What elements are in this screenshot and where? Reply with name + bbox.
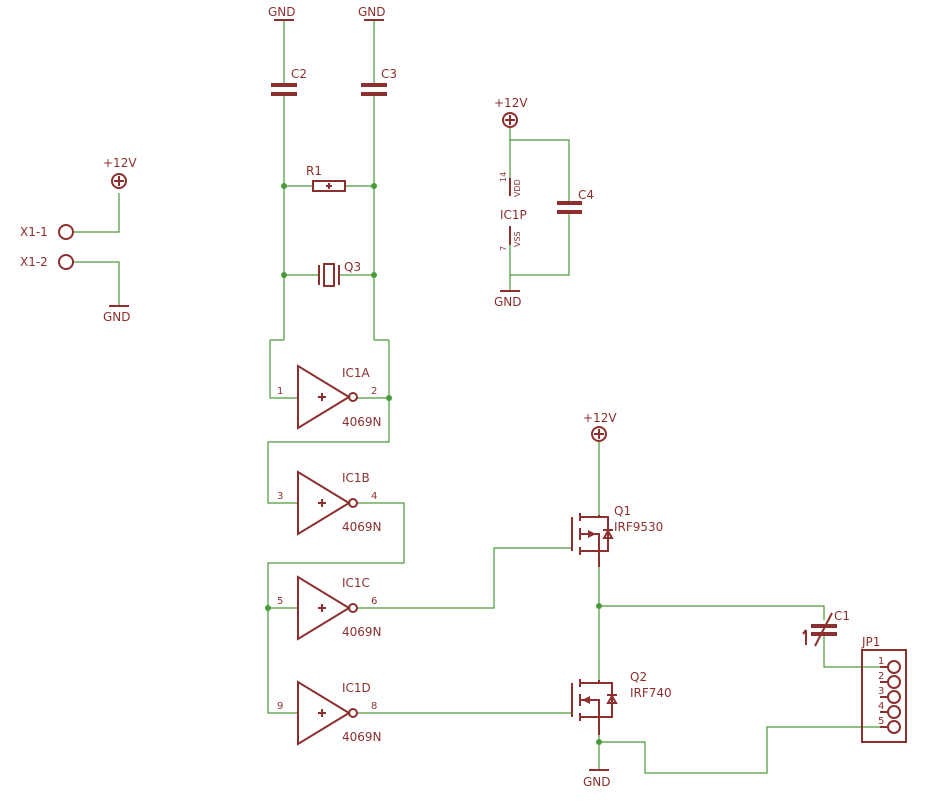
vcc-label: +12V — [494, 96, 528, 110]
vcc-symbol-q1: +12V — [583, 411, 617, 442]
pin-in: 9 — [277, 701, 283, 712]
inverter-name: IC1D — [342, 681, 371, 695]
gnd-label: GND — [494, 295, 522, 309]
gnd-symbol-top-right: GND — [358, 5, 386, 21]
mosfet-q2: Q2 IRF740 — [571, 670, 672, 735]
jp1-pin-2: 2 — [878, 671, 884, 682]
gnd-symbol-top-left: GND — [268, 5, 296, 21]
c1-label: C1 — [834, 609, 850, 623]
ic1p-label: IC1P — [500, 208, 527, 222]
pin-out: 8 — [371, 701, 377, 712]
pin-in: 3 — [277, 491, 283, 502]
c3-label: C3 — [381, 67, 397, 81]
gnd-symbol-ic1p: GND — [494, 290, 522, 309]
inverter-ic1d: IC1D 4069N 9 8 — [277, 680, 382, 746]
vcc-symbol-input: +12V — [103, 156, 137, 189]
mosfet-q1: Q1 IRF9530 — [571, 504, 663, 567]
c4-label: C4 — [578, 188, 594, 202]
junctions — [265, 183, 602, 745]
jp1-label: JP1 — [861, 635, 880, 649]
jp1-pin-3: 3 — [878, 686, 884, 697]
pin-in: 5 — [277, 596, 283, 607]
vcc-label: +12V — [103, 156, 137, 170]
pin-in: 1 — [277, 386, 283, 397]
gnd-symbol-input: GND — [103, 305, 131, 324]
header-jp1: JP1 1 2 3 4 5 — [861, 635, 907, 743]
inverter-name: IC1C — [342, 576, 370, 590]
c2-label: C2 — [291, 67, 307, 81]
inverter-value: 4069N — [342, 415, 382, 429]
q3-label: Q3 — [344, 260, 361, 274]
inverter-value: 4069N — [342, 520, 382, 534]
pin-out: 2 — [371, 386, 377, 397]
jp1-pin-4: 4 — [878, 701, 884, 712]
resistor-r1: R1 — [306, 164, 346, 192]
gnd-label: GND — [583, 775, 611, 789]
ic1p-vdd-label: VDD — [513, 179, 522, 197]
pin-out: 4 — [371, 491, 377, 502]
ic1p-vss-label: VSS — [513, 231, 522, 247]
q2-label: Q2 — [630, 670, 647, 684]
x1-2-label: X1-2 — [20, 255, 48, 269]
ic1p-pin-vss: 7 — [499, 246, 508, 251]
capacitor-c3: C3 — [361, 67, 397, 96]
wires — [74, 20, 880, 774]
jp1-pin-5: 5 — [878, 716, 884, 727]
q1-label: Q1 — [614, 504, 631, 518]
inverter-name: IC1A — [342, 366, 371, 380]
capacitor-c2: C2 — [271, 67, 307, 96]
x1-1-label: X1-1 — [20, 225, 48, 239]
capacitor-c1: C1 — [802, 609, 850, 647]
gnd-symbol-bottom: GND — [583, 769, 611, 789]
r1-label: R1 — [306, 164, 322, 178]
inverter-ic1b: IC1B 4069N 3 4 — [277, 470, 382, 536]
jp1-pin-1: 1 — [878, 656, 884, 667]
ic1p-pin-vdd: 14 — [499, 172, 508, 182]
inverter-value: 4069N — [342, 625, 382, 639]
crystal-q3: Q3 — [318, 260, 361, 287]
inverter-ic1a: IC1A 4069N 1 2 — [277, 364, 382, 430]
q2-value: IRF740 — [630, 686, 672, 700]
connector-x1-1: X1-1 — [20, 224, 74, 240]
inverter-name: IC1B — [342, 471, 370, 485]
gnd-label: GND — [358, 5, 386, 19]
gnd-label: GND — [268, 5, 296, 19]
inverter-value: 4069N — [342, 730, 382, 744]
connector-x1-2: X1-2 — [20, 254, 74, 270]
q1-value: IRF9530 — [614, 520, 663, 534]
ic1p-power-unit: IC1P 14 VDD 7 VSS — [499, 172, 527, 251]
vcc-symbol-ic1p: +12V — [494, 96, 528, 128]
pin-out: 6 — [371, 596, 377, 607]
inverter-ic1c: IC1C 4069N 5 6 — [277, 575, 382, 641]
gnd-label: GND — [103, 310, 131, 324]
vcc-label: +12V — [583, 411, 617, 425]
capacitor-c4: C4 — [557, 188, 594, 214]
